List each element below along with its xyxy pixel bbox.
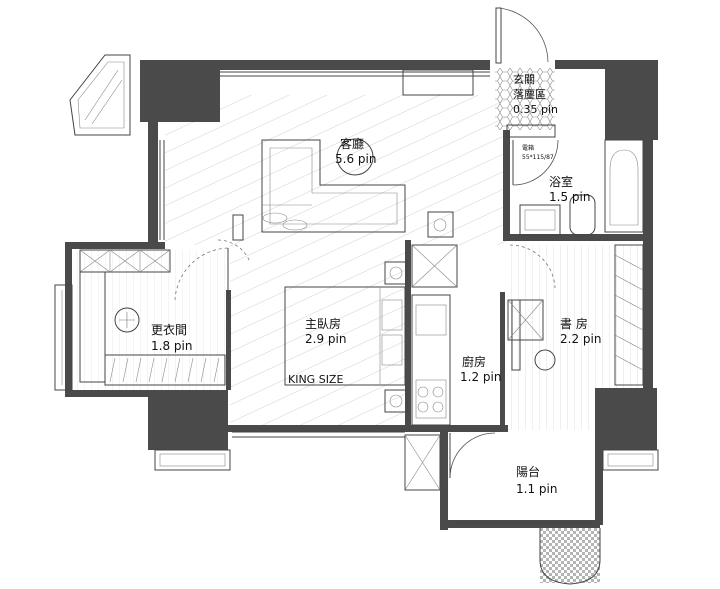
balcony-label: 陽台: [516, 464, 540, 479]
room-labels: 玄關 落塵區 0.35 pin 客廳 5.6 pin 浴室 1.5 pin 更衣…: [151, 72, 601, 496]
entrance-label: 玄關: [513, 72, 535, 86]
master-area: 2.9 pin: [305, 332, 346, 346]
doors: [174, 7, 559, 479]
study-area: 2.2 pin: [560, 332, 601, 346]
structural-walls: [65, 60, 658, 530]
electric-box-label: 電箱: [522, 144, 534, 152]
entrance-area: 0.35 pin: [513, 103, 558, 116]
nightstand-bottom: [384, 389, 408, 413]
study-label: 書 房: [560, 316, 588, 331]
column-top-left: [140, 60, 220, 122]
master-label: 主臥房: [305, 316, 341, 331]
king-bed: [284, 286, 406, 386]
kitchen-area: 1.2 pin: [460, 370, 501, 384]
bath-door-swing: [512, 139, 559, 186]
entrance-sub-label: 落塵區: [513, 87, 546, 101]
living-door-swing: [217, 239, 251, 263]
study-desk: [507, 299, 556, 371]
study-shelving: [614, 244, 644, 386]
column-bottom-left: [148, 390, 228, 450]
column-top-right: [605, 60, 658, 140]
living-area: 5.6 pin: [335, 152, 376, 166]
closet-floor-fixture: [114, 307, 140, 333]
bay-window-top-left: [69, 54, 131, 136]
bay-window-left-wing: [54, 284, 73, 391]
toilet: [569, 194, 596, 236]
living-floor: [165, 95, 508, 245]
balcony-area: 1.1 pin: [516, 482, 557, 496]
bath-sink: [519, 204, 561, 236]
electric-box: [506, 124, 556, 138]
closet-floor: [75, 250, 230, 390]
bathtub: [604, 139, 644, 233]
electric-box-dims: 55*115/87: [522, 154, 554, 161]
master-floor: [230, 285, 405, 425]
hanging-rack: [104, 354, 226, 386]
entrance-door: [495, 7, 549, 64]
kitchen-counter: [411, 294, 451, 426]
sofa: [261, 139, 406, 233]
fridge: [411, 244, 458, 288]
kitchen-label: 廚房: [462, 354, 486, 369]
bed-size-label: KING SIZE: [288, 373, 343, 386]
bath-label: 浴室: [549, 174, 573, 189]
living-side-table: [427, 211, 454, 238]
balcony-step: [540, 528, 600, 583]
laundry-unit: [404, 434, 441, 491]
study-door-swing: [509, 244, 556, 289]
entrance-tiles: [495, 68, 555, 130]
closet-label: 更衣間: [151, 322, 187, 337]
wardrobe: [79, 249, 171, 383]
floor-fills: [75, 68, 643, 583]
windows: [159, 69, 595, 524]
closet-area: 1.8 pin: [151, 339, 192, 353]
living-label: 客廳: [340, 136, 364, 151]
balcony-door-swing: [449, 432, 496, 479]
bay-window-bottom-left: [154, 449, 231, 471]
column-bottom-right: [595, 388, 657, 450]
tv-stand: [232, 214, 244, 241]
corridor-floor: [230, 245, 405, 285]
balcony-curved-ledge: [539, 528, 601, 585]
bath-area: 1.5 pin: [549, 190, 590, 204]
nightstand-top: [384, 261, 408, 285]
lamp: [336, 138, 374, 176]
bay-window-bottom-right: [602, 449, 659, 471]
